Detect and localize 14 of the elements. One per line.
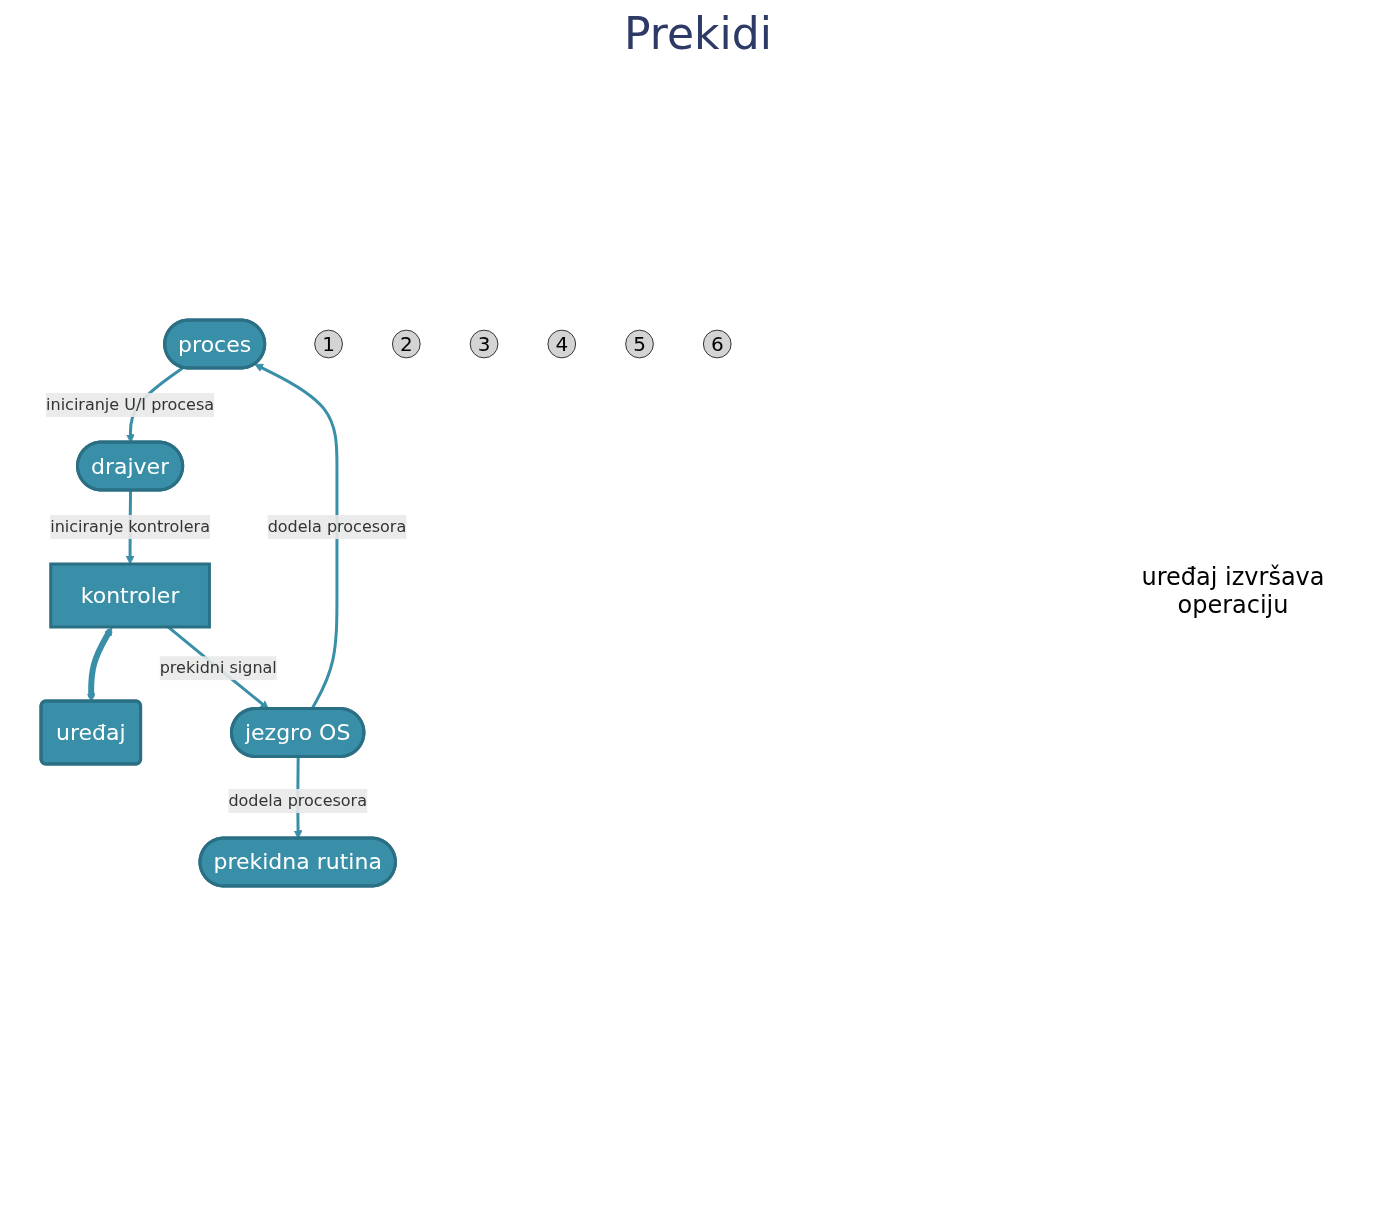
edge-label: iniciranje U/I procesa <box>46 395 215 414</box>
edge-label: prekidni signal <box>159 658 277 678</box>
edge-label: iniciranje kontrolera <box>50 517 210 536</box>
note-text: uređaj izvršava operaciju <box>1140 563 1326 619</box>
edge-label: dodela procesora <box>267 517 407 536</box>
node-circle: 1 <box>314 329 343 359</box>
edge-label: dodela procesora <box>228 791 367 810</box>
node-circle: 6 <box>702 329 732 359</box>
node-circle: 2 <box>391 329 421 359</box>
diagram-title: Prekidi <box>623 8 773 59</box>
node-box: kontroler <box>49 562 211 629</box>
node-circle: 5 <box>625 329 654 359</box>
node-circle: 4 <box>547 329 577 359</box>
node-circle: 3 <box>469 329 499 359</box>
